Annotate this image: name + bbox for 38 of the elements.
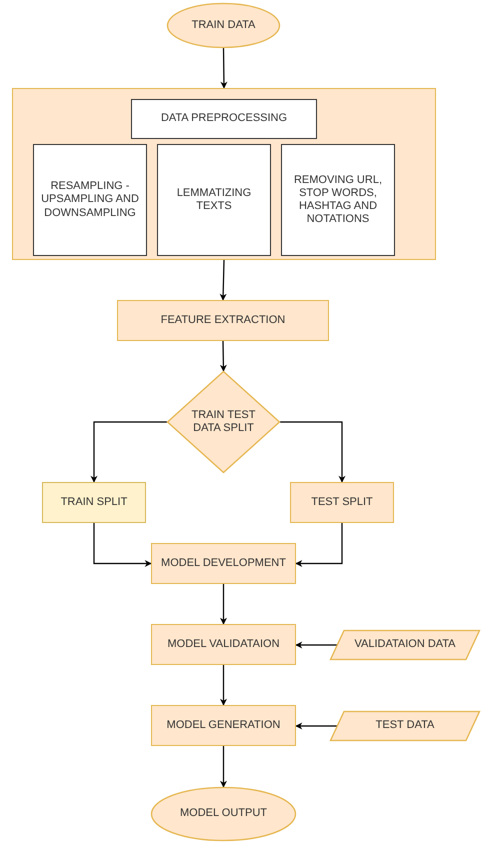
process-box [151, 705, 296, 746]
process-box [290, 482, 394, 523]
arrow [295, 722, 337, 730]
node-label: MODEL OUTPUT [180, 807, 267, 821]
arrow [220, 260, 227, 301]
process-box [42, 482, 146, 523]
node-label: TEST DATA [376, 719, 434, 733]
arrow [295, 642, 337, 648]
process-box [33, 144, 147, 256]
group-panel [12, 88, 436, 260]
process-box [281, 144, 395, 256]
arrow [295, 523, 343, 567]
node-label: REMOVING URL, STOP WORDS, HASHTAG AND NOTATIONS [292, 174, 383, 226]
node-label: DATA PREPROCESSING [160, 112, 288, 126]
arrow [220, 48, 228, 89]
arrow [220, 746, 227, 788]
node-label: MODEL DEVELOPMENT [161, 556, 286, 570]
arrow [280, 421, 346, 483]
process-box [151, 543, 296, 584]
node-label: LEMMATIZING TEXTS [176, 186, 252, 214]
arrow [220, 584, 227, 625]
process-box [157, 144, 271, 256]
node-label: RESAMPLING - UPSAMPLING AND DOWNSAMPLING [40, 180, 140, 220]
process-box [151, 624, 296, 665]
node-label: TRAIN TEST DATA SPLIT [190, 408, 256, 436]
node-label: TEST SPLIT [311, 496, 373, 510]
arrow [93, 523, 152, 567]
node-label: TRAIN DATA [192, 18, 256, 32]
arrow [220, 665, 227, 706]
node-label: MODEL GENERATION [166, 718, 280, 732]
node-label: TRAIN SPLIT [60, 496, 128, 510]
node-label: VALIDATAION DATA [354, 638, 456, 652]
node-label: MODEL VALIDATAION [167, 638, 280, 652]
node-label: FEATURE EXTRACTION [160, 314, 286, 328]
arrow [220, 340, 227, 372]
arrow [90, 421, 167, 483]
process-box [117, 300, 329, 341]
process-box [131, 99, 317, 139]
